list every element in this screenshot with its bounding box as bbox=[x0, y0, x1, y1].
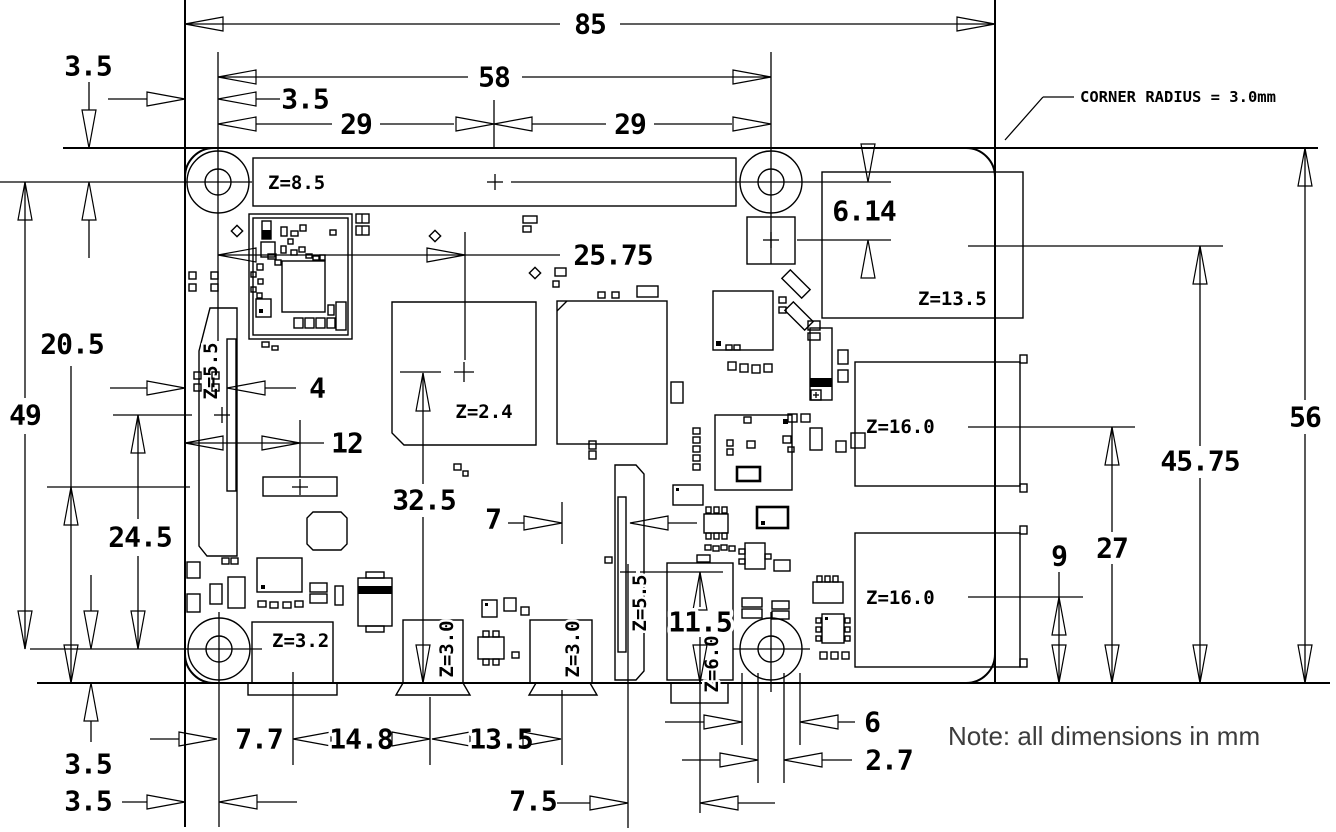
dimension-2_7: 2.7 bbox=[682, 740, 917, 780]
hub-chip bbox=[809, 327, 849, 401]
mounting-holes bbox=[0, 52, 891, 827]
dimension-58: 58 bbox=[217, 57, 772, 97]
dimension-85: 85 bbox=[184, 4, 996, 44]
dimension-29-left: 29 bbox=[217, 104, 495, 144]
corner-radius-note: CORNER RADIUS = 3.0mm bbox=[1004, 88, 1276, 141]
dimension-24_5: 24.5 bbox=[105, 414, 176, 650]
z-camera: Z=5.5 bbox=[629, 574, 651, 631]
dimension-3_5-left: 3.5 bbox=[108, 79, 333, 119]
dim-25_75: 25.75 bbox=[573, 239, 652, 272]
z-av: Z=3.0 bbox=[562, 620, 584, 677]
dim-49: 49 bbox=[9, 399, 41, 432]
smd-components bbox=[186, 215, 866, 666]
dim-7_5: 7.5 bbox=[509, 785, 557, 818]
dimension-29-right: 29 bbox=[493, 104, 772, 144]
dimension-49: 49 bbox=[6, 181, 45, 650]
units-note: Note: all dimensions in mm bbox=[948, 721, 1260, 751]
z-gpio: Z=8.5 bbox=[268, 172, 325, 194]
z-ethernet: Z=13.5 bbox=[918, 288, 987, 310]
dim-29-left: 29 bbox=[340, 108, 372, 141]
reference-lines bbox=[47, 100, 1223, 828]
z-hdmi: Z=3.0 bbox=[436, 620, 458, 677]
dim-24_5: 24.5 bbox=[108, 521, 171, 554]
dimension-56: 56 bbox=[1286, 147, 1325, 684]
dim-6_14: 6.14 bbox=[832, 195, 896, 228]
dimension-3_5-bottom-h: 3.5 bbox=[61, 781, 297, 821]
soc-chip: Z=2.4 bbox=[391, 301, 537, 446]
pwr-pad bbox=[262, 476, 338, 497]
z-usb2: Z=16.0 bbox=[866, 587, 935, 609]
corner-radius-label: CORNER RADIUS = 3.0mm bbox=[1080, 88, 1276, 106]
dimension-20_5: 20.5 bbox=[37, 324, 108, 684]
dim-7: 7 bbox=[485, 503, 501, 536]
dim-56: 56 bbox=[1289, 401, 1321, 434]
dim-20_5: 20.5 bbox=[40, 328, 103, 361]
dim-3_5-bottom-v: 3.5 bbox=[64, 748, 112, 781]
dimension-11_5: 11.5 bbox=[665, 571, 736, 684]
dim-7_7: 7.7 bbox=[235, 723, 283, 756]
z-power: Z=3.2 bbox=[272, 630, 329, 652]
dimension-32_5: 32.5 bbox=[389, 372, 460, 684]
poe-header bbox=[712, 290, 774, 351]
dimension-7_7: 7.7 bbox=[150, 719, 287, 759]
usb-port-1: Z=16.0 bbox=[854, 354, 1028, 493]
dim-27: 27 bbox=[1096, 532, 1128, 565]
dimension-3_5-bottom-v: 3.5 bbox=[61, 575, 116, 784]
dim-2_7: 2.7 bbox=[865, 744, 913, 777]
dim-4: 4 bbox=[309, 372, 325, 405]
dimension-45_75: 45.75 bbox=[1157, 245, 1244, 684]
ethernet-port: Z=13.5 bbox=[821, 171, 1024, 319]
z-dsi: Z=5.5 bbox=[200, 342, 222, 399]
dimension-6: 6 bbox=[665, 702, 885, 742]
dsi-connector: Z=5.5 bbox=[198, 307, 238, 557]
dim-14_8: 14.8 bbox=[329, 723, 393, 756]
dimension-12: 12 bbox=[184, 423, 367, 463]
dimension-25_75: 25.75 bbox=[217, 235, 657, 275]
ram-chip bbox=[556, 300, 668, 445]
dimension-7_5: 7.5 bbox=[506, 781, 775, 821]
dim-58: 58 bbox=[478, 61, 510, 94]
dim-29-right: 29 bbox=[614, 108, 646, 141]
usb-hub-pad bbox=[746, 216, 796, 265]
dimension-9: 9 bbox=[1048, 536, 1072, 684]
av-jack: Z=3.0 bbox=[527, 618, 599, 696]
dimension-6_14: 6.14 bbox=[829, 143, 900, 279]
usb-port-2: Z=16.0 bbox=[854, 525, 1028, 668]
dimension-27: 27 bbox=[1093, 426, 1132, 684]
dim-3_5-top: 3.5 bbox=[64, 50, 112, 83]
dim-32_5: 32.5 bbox=[392, 484, 455, 517]
dimension-3_5-top: 3.5 bbox=[61, 46, 116, 258]
camera-connector: Z=5.5 bbox=[614, 464, 654, 681]
dimension-7: 7 bbox=[482, 499, 697, 539]
dim-3_5-bottom-h: 3.5 bbox=[64, 785, 112, 818]
z-usb-conn: Z=6.0 bbox=[701, 635, 723, 692]
dim-85: 85 bbox=[574, 8, 606, 41]
z-usb1: Z=16.0 bbox=[866, 416, 935, 438]
z-soc: Z=2.4 bbox=[455, 401, 512, 423]
dim-6: 6 bbox=[864, 706, 880, 739]
dim-12: 12 bbox=[331, 427, 363, 460]
dimension-13_5: 13.5 bbox=[431, 719, 562, 759]
dim-11_5: 11.5 bbox=[668, 606, 731, 639]
dim-3_5-left: 3.5 bbox=[281, 83, 329, 116]
wifi-module bbox=[248, 213, 370, 340]
dimension-14_8: 14.8 bbox=[292, 719, 431, 759]
gpio-header: Z=8.5 bbox=[252, 157, 737, 207]
dim-9: 9 bbox=[1051, 540, 1067, 573]
hdmi-connector: Z=3.0 bbox=[394, 618, 472, 696]
dim-45_75: 45.75 bbox=[1160, 445, 1239, 478]
